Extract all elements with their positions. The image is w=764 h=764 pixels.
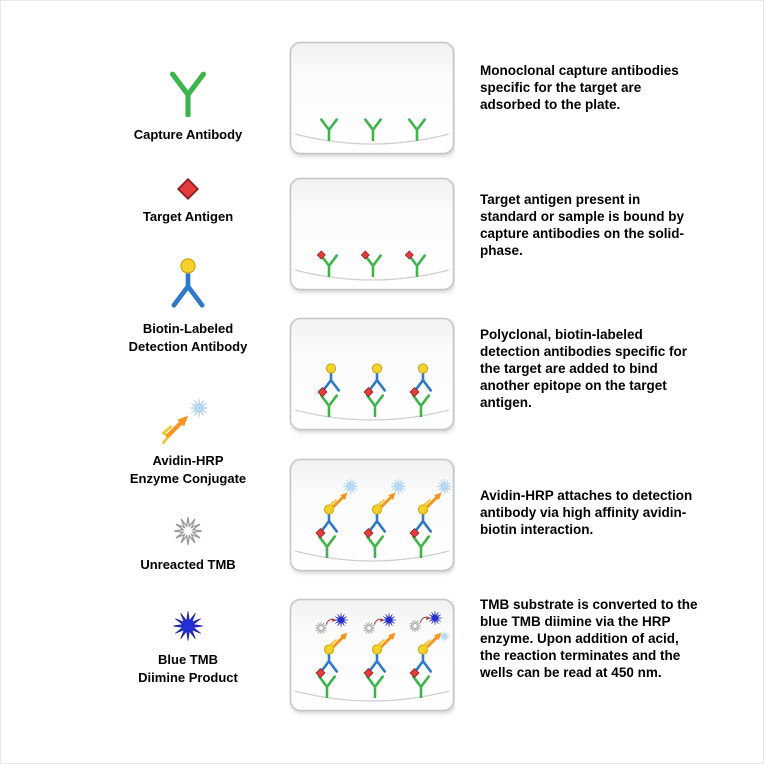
capture-antibody-icon xyxy=(162,66,214,120)
microplate-well xyxy=(289,598,455,712)
plate-step-5 xyxy=(289,598,455,712)
unreacted-tmb-icon xyxy=(173,516,203,546)
legend-blue-tmb: Blue TMB Diimine Product xyxy=(88,609,288,687)
biotin-detection-antibody-icon xyxy=(162,258,214,314)
microplate-well xyxy=(289,317,455,431)
legend-unreacted-tmb-label: Unreacted TMB xyxy=(140,557,236,572)
legend-capture-antibody-label: Capture Antibody xyxy=(133,127,243,142)
legend-avidin-hrp: Avidin-HRP Enzyme Conjugate xyxy=(88,396,288,488)
legend-unreacted-tmb: Unreacted TMB xyxy=(88,514,288,574)
step-5-description: TMB substrate is converted to the blue T… xyxy=(480,597,698,680)
legend-target-antigen-label: Target Antigen xyxy=(142,209,234,224)
blue-tmb-icon xyxy=(172,610,204,642)
legend-avidin-hrp-label: Avidin-HRP Enzyme Conjugate xyxy=(129,453,247,486)
step-3-description: Polyclonal, biotin-labeled detection ant… xyxy=(480,327,688,410)
avidin-arrow-icon xyxy=(163,416,188,443)
plate-step-4 xyxy=(289,458,455,572)
hrp-star-icon xyxy=(189,398,209,418)
plate-step-1 xyxy=(289,41,455,155)
legend-blue-tmb-label: Blue TMB Diimine Product xyxy=(138,652,238,685)
plate-step-3 xyxy=(289,317,455,431)
step-4-description: Avidin-HRP attaches to detection antibod… xyxy=(480,488,693,537)
biotin-label-icon xyxy=(180,258,196,274)
step-1-description: Monoclonal capture antibodies specific f… xyxy=(480,63,679,112)
legend-biotin-detection-antibody: Biotin-Labeled Detection Antibody xyxy=(88,256,288,356)
target-antigen-icon xyxy=(177,178,199,200)
avidin-hrp-icon xyxy=(157,398,209,446)
step-2-description: Target antigen present in standard or sa… xyxy=(480,192,685,258)
plate-step-2 xyxy=(289,177,455,291)
legend-capture-antibody: Capture Antibody xyxy=(88,66,288,144)
microplate-well xyxy=(289,458,455,572)
legend-target-antigen: Target Antigen xyxy=(88,176,288,226)
legend-biotin-detection-antibody-label: Biotin-Labeled Detection Antibody xyxy=(128,321,248,354)
